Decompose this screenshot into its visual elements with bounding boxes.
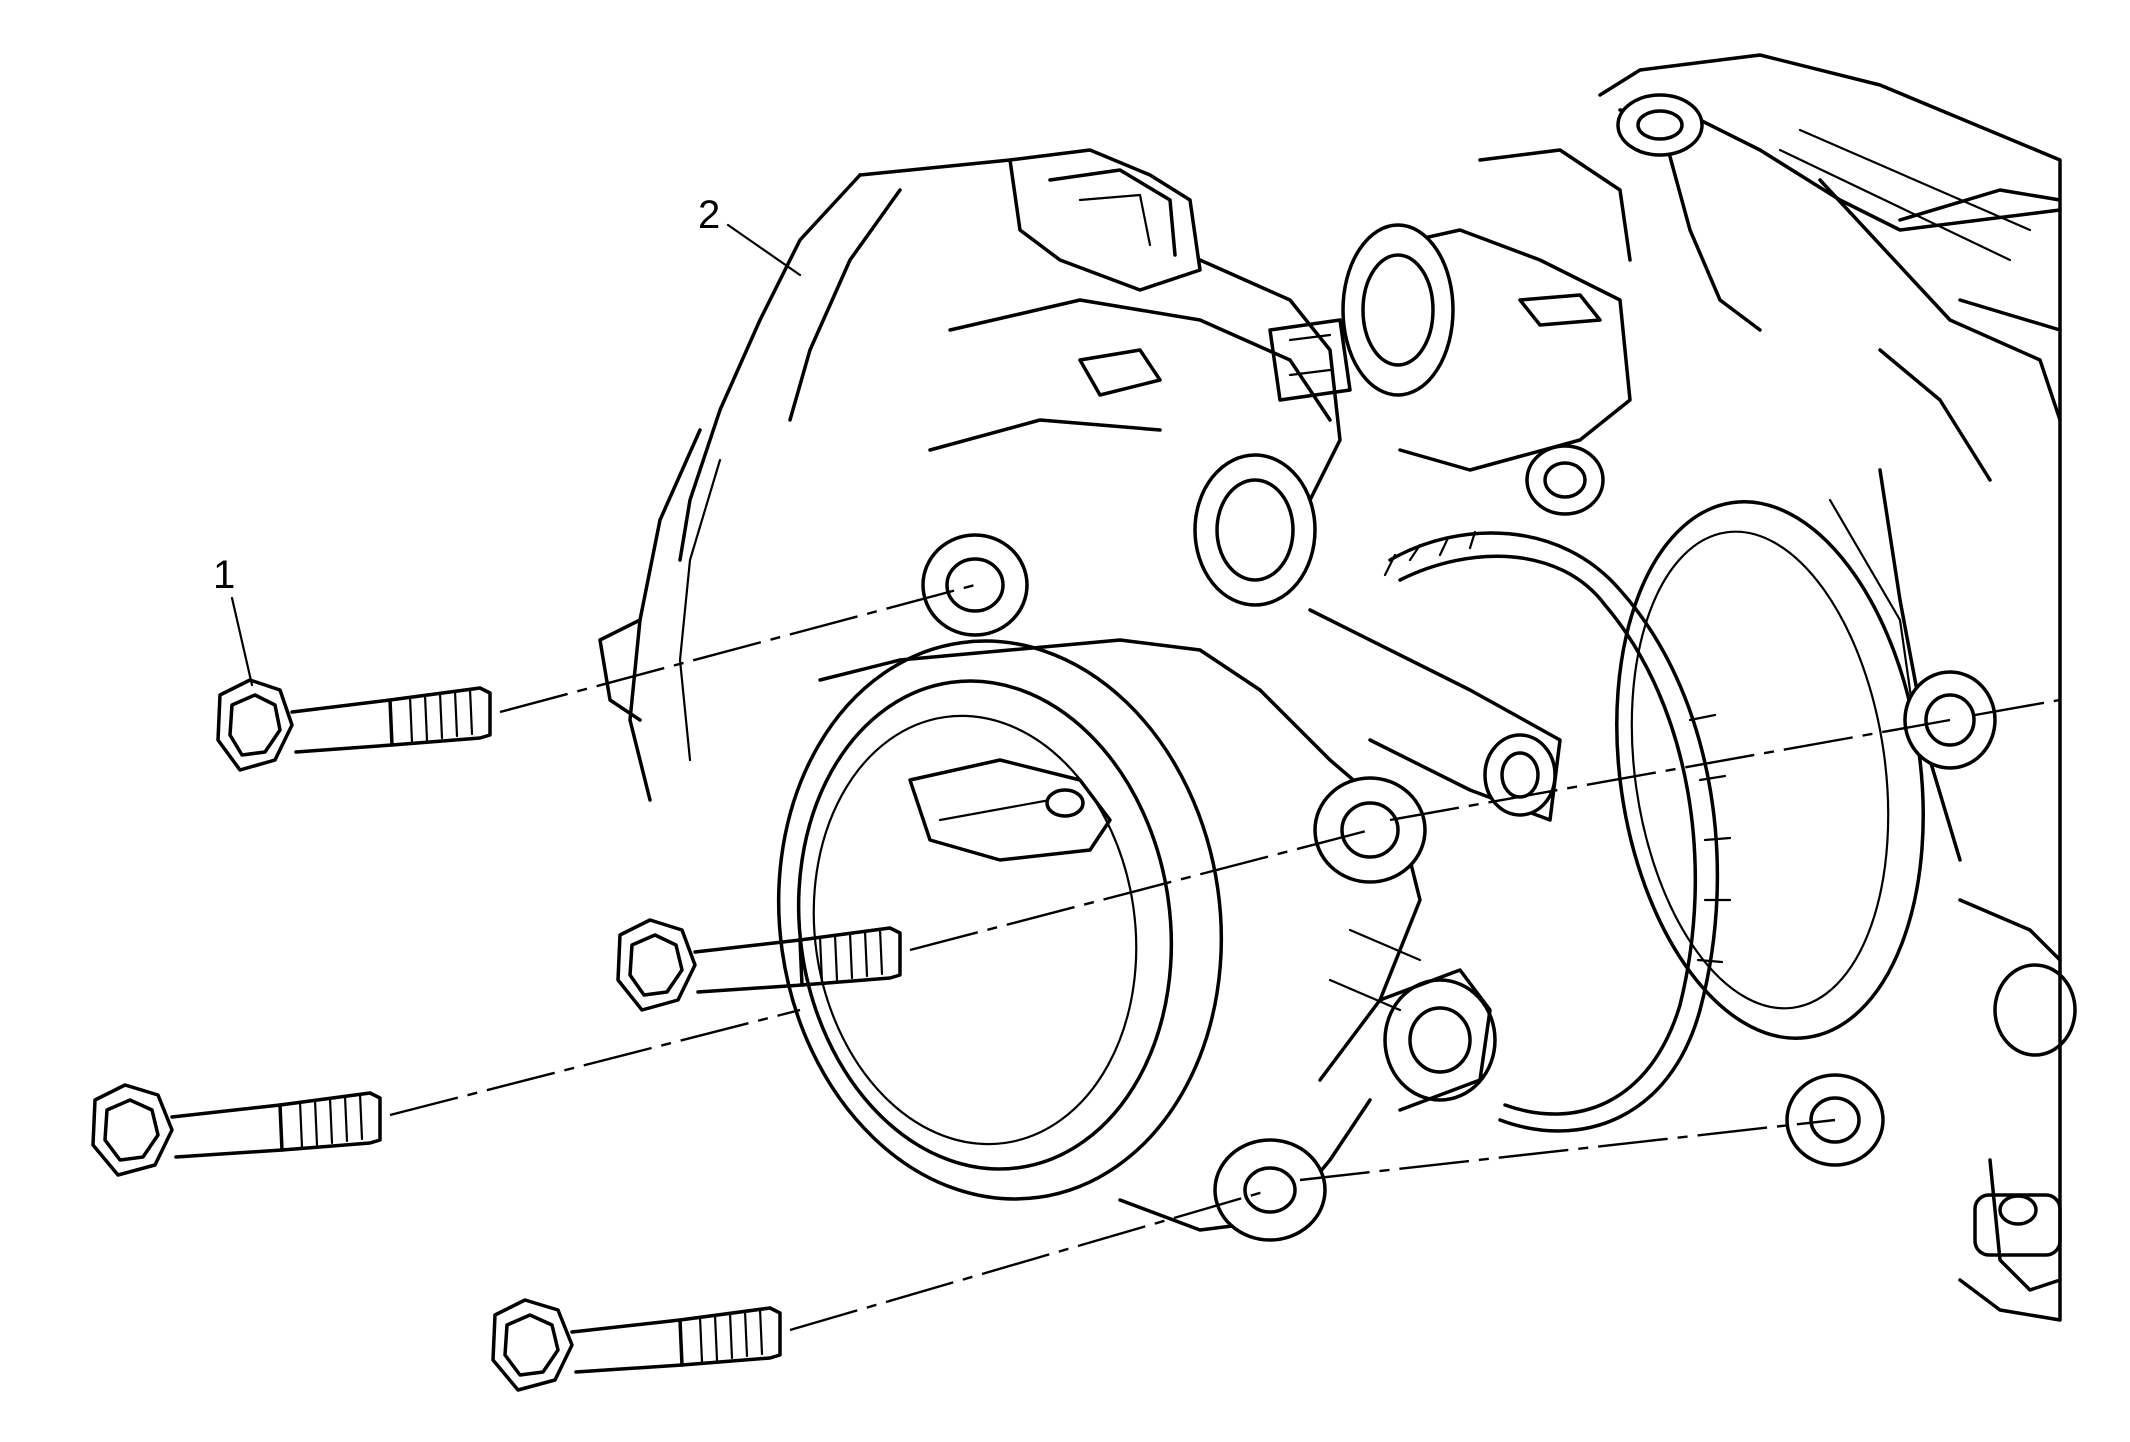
gasket xyxy=(1383,530,1732,1133)
bolt-2 xyxy=(616,698,2061,1012)
callout-label-1: 1 xyxy=(213,553,235,597)
intake-manifold xyxy=(1525,53,2077,1322)
bolt-3 xyxy=(91,1008,801,1177)
bolt-4 xyxy=(491,1118,1836,1392)
manifold-sensor xyxy=(1268,93,1704,472)
bolt-1 xyxy=(216,583,976,772)
callout-2: 2 xyxy=(698,193,802,277)
callout-1: 1 xyxy=(213,553,254,687)
throttle-body xyxy=(598,148,1562,1242)
callout-label-2: 2 xyxy=(698,193,720,237)
